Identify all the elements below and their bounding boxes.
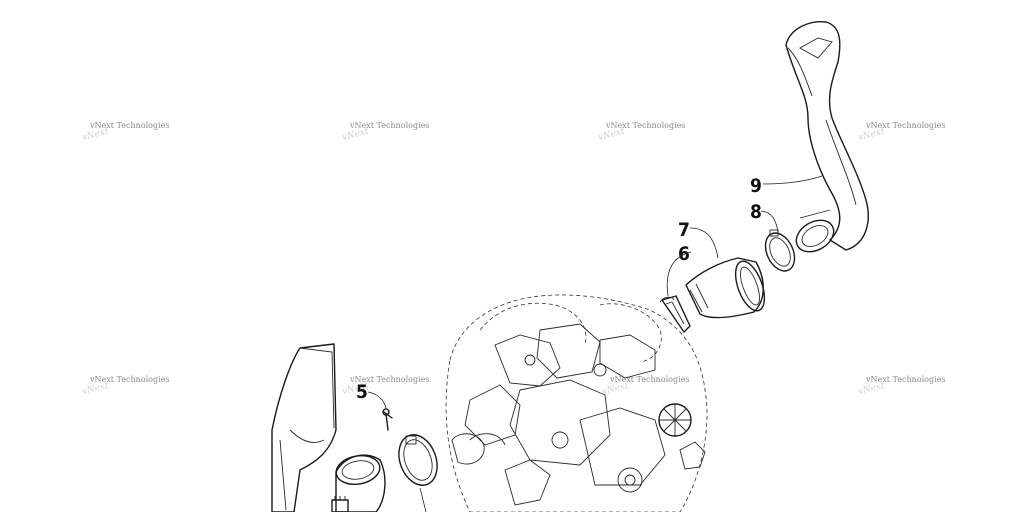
callout-9: 9 bbox=[750, 175, 762, 197]
svg-text:vNext Technologies: vNext Technologies bbox=[349, 375, 429, 384]
part-9-intake-duct bbox=[785, 21, 869, 253]
watermark: vNext vNext Technologies bbox=[341, 121, 429, 143]
watermark: vNext vNext Technologies bbox=[857, 375, 945, 397]
left-duct bbox=[271, 343, 337, 512]
watermark-group: vNext vNext Technologies vNext vNext Tec… bbox=[81, 121, 945, 397]
engine-assembly bbox=[445, 294, 708, 512]
svg-text:vNext Technologies: vNext Technologies bbox=[89, 375, 169, 384]
callouts: 9 8 7 6 5 bbox=[356, 175, 762, 403]
sensor-connector bbox=[331, 496, 349, 512]
hose-line bbox=[419, 487, 427, 512]
callout-6: 6 bbox=[678, 243, 690, 265]
watermark: vNext vNext Technologies bbox=[857, 121, 945, 143]
flywheel-icon bbox=[658, 403, 692, 437]
svg-text:vNext Technologies: vNext Technologies bbox=[605, 121, 685, 130]
watermark: vNext vNext Technologies bbox=[341, 375, 429, 397]
lower-clamp bbox=[398, 434, 438, 486]
throttle-body bbox=[451, 433, 485, 465]
svg-text:vNext Technologies: vNext Technologies bbox=[865, 121, 945, 130]
callout-5: 5 bbox=[356, 381, 368, 403]
part-5-screw bbox=[382, 408, 393, 431]
leader-lines bbox=[367, 175, 823, 409]
part-8-clamp bbox=[764, 229, 796, 272]
watermark: vNext vNext Technologies bbox=[601, 375, 689, 397]
watermark: vNext vNext Technologies bbox=[81, 121, 169, 143]
watermark: vNext vNext Technologies bbox=[81, 375, 169, 397]
svg-text:vNext Technologies: vNext Technologies bbox=[865, 375, 945, 384]
callout-8: 8 bbox=[750, 201, 762, 223]
callout-7: 7 bbox=[678, 219, 690, 241]
svg-text:vNext Technologies: vNext Technologies bbox=[609, 375, 689, 384]
svg-text:vNext Technologies: vNext Technologies bbox=[349, 121, 429, 130]
svg-text:vNext Technologies: vNext Technologies bbox=[89, 121, 169, 130]
lower-boot bbox=[335, 454, 386, 512]
watermark: vNext vNext Technologies bbox=[597, 121, 685, 143]
part-7-elbow-boot bbox=[685, 257, 766, 319]
part-6-gasket bbox=[659, 295, 691, 333]
